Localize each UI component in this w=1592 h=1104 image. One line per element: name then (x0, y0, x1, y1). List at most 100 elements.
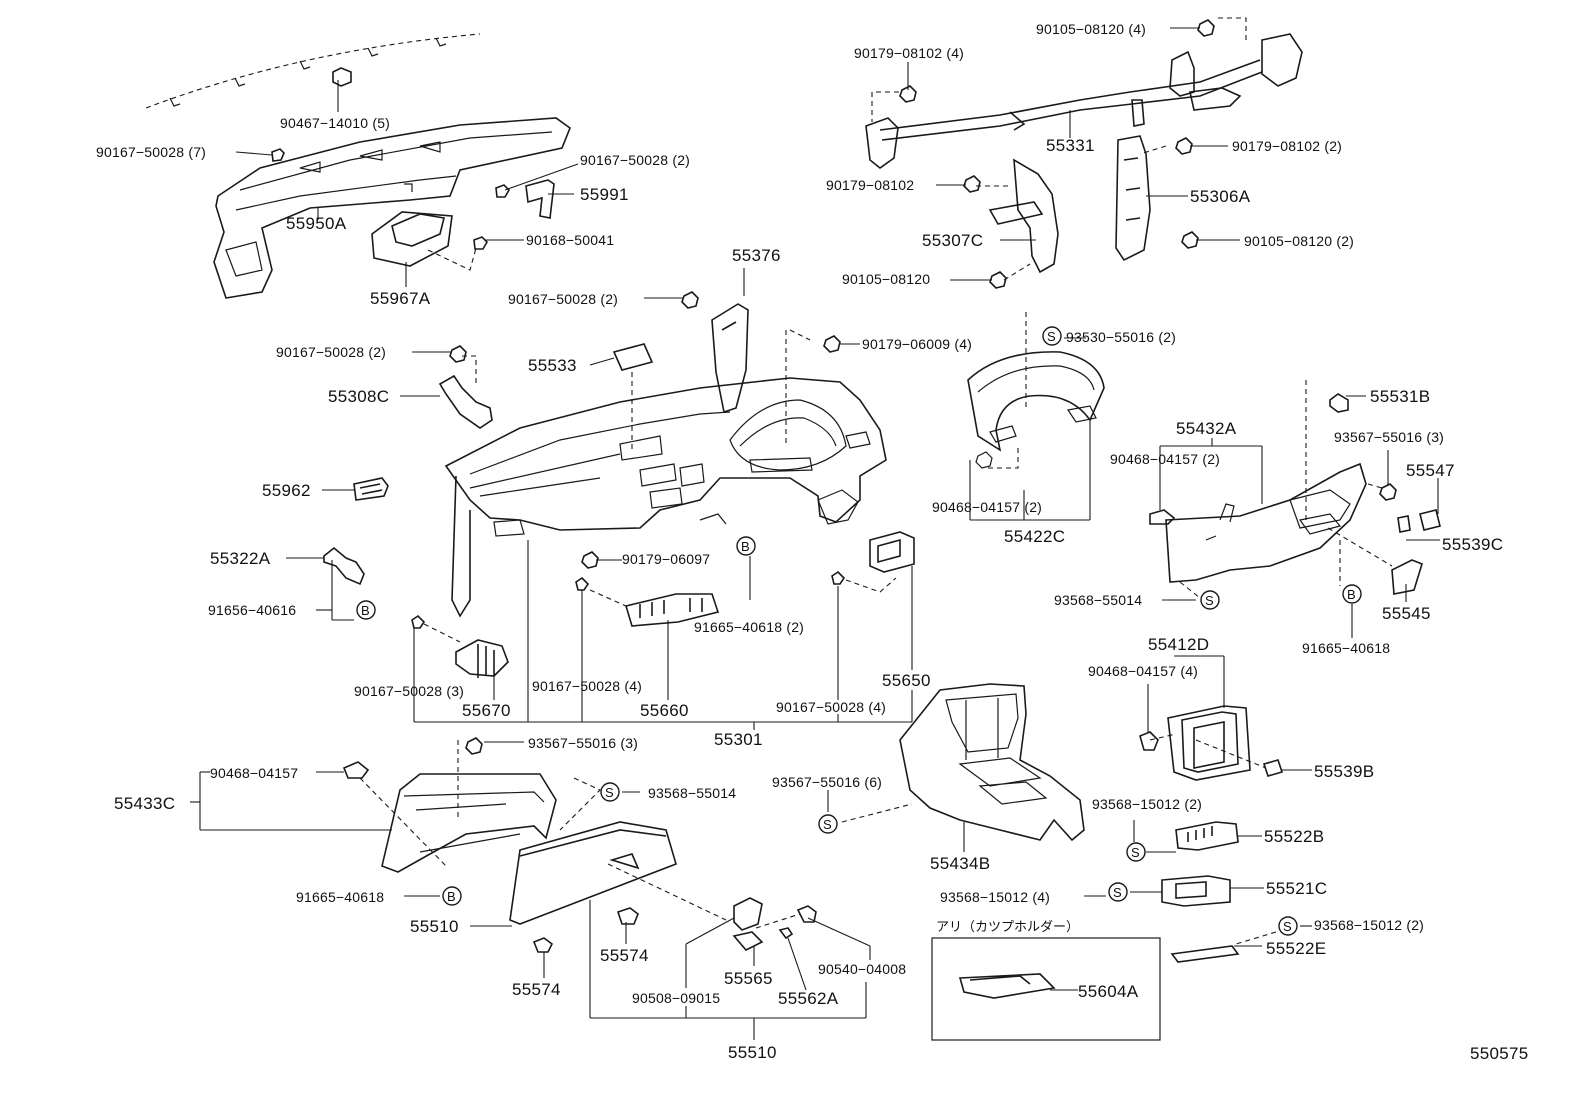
label-90508-09015: 90508−09015 (632, 990, 721, 1006)
b-marker-1: B (741, 539, 750, 554)
label-55434B: 55434B (930, 854, 991, 873)
label-55510b: 55510 (728, 1043, 777, 1062)
label-55308C: 55308C (328, 387, 390, 406)
label-93568-55014b: 93568−55014 (648, 785, 737, 801)
label-93568-55014a: 93568−55014 (1054, 592, 1143, 608)
label-55322A: 55322A (210, 549, 271, 568)
glove-box-drawing (190, 737, 871, 1040)
label-55660: 55660 (640, 701, 689, 720)
figure-code: 550575 (1470, 1044, 1529, 1063)
s-marker-3: S (605, 785, 614, 800)
label-90168-50041: 90168−50041 (526, 232, 615, 248)
label-90468-04157-4: 90468−04157 (4) (1088, 663, 1199, 679)
s-marker-7: S (1283, 919, 1292, 934)
label-55531B: 55531B (1370, 387, 1431, 406)
leaders-top-left (235, 80, 579, 287)
label-91656-40616: 91656−40616 (208, 602, 297, 618)
label-55991: 55991 (580, 185, 629, 204)
s-marker-5: S (1131, 845, 1140, 860)
label-90167-50028-7: 90167−50028 (7) (96, 144, 207, 160)
label-55950A: 55950A (286, 214, 347, 233)
label-90179-08102: 90179−08102 (826, 177, 915, 193)
meter-hood-drawing (967, 312, 1105, 521)
label-91665-40618a: 91665−40618 (1302, 640, 1391, 656)
leaders-middle (286, 268, 913, 730)
label-55412D: 55412D (1148, 635, 1210, 654)
label-55670: 55670 (462, 701, 511, 720)
reinforcement-drawing (865, 17, 1303, 289)
s-marker-6: S (1113, 885, 1122, 900)
label-55522E: 55522E (1266, 939, 1327, 958)
label-91665-40618-2: 91665−40618 (2) (694, 619, 805, 635)
label-90179-06009-4: 90179−06009 (4) (862, 336, 973, 352)
lower-panel-drawing (1149, 380, 1441, 638)
console-drawing (827, 683, 1085, 852)
label-93530-55016-2: 93530−55016 (2) (1066, 329, 1177, 345)
label-55539C: 55539C (1442, 535, 1504, 554)
s-markers: S S S S S S S (600, 326, 1298, 936)
right-box-parts (931, 820, 1312, 1041)
instrument-panel-drawing (444, 329, 887, 618)
defroster-duct-drawing (145, 33, 571, 299)
label-90179-06097: 90179−06097 (622, 551, 711, 567)
label-90105-08120: 90105−08120 (842, 271, 931, 287)
b-marker-2: B (361, 603, 370, 618)
b-marker-4: B (447, 889, 456, 904)
label-55650: 55650 (882, 671, 931, 690)
label-90468-04157-2b: 90468−04157 (2) (932, 499, 1043, 515)
label-55301: 55301 (714, 730, 763, 749)
label-55331: 55331 (1046, 136, 1095, 155)
label-90167-50028-2a: 90167−50028 (2) (580, 152, 691, 168)
leaders-top-right (907, 27, 1240, 281)
s-marker-1: S (1047, 329, 1056, 344)
label-55307C: 55307C (922, 231, 984, 250)
label-55510a: 55510 (410, 917, 459, 936)
label-55433C: 55433C (114, 794, 176, 813)
label-55522B: 55522B (1264, 827, 1325, 846)
cluster-finish-drawing (1139, 655, 1312, 781)
label-55967A: 55967A (370, 289, 431, 308)
label-55376: 55376 (732, 246, 781, 265)
label-93567-55016-3a: 93567−55016 (3) (1334, 429, 1445, 445)
label-90105-08120-2: 90105−08120 (2) (1244, 233, 1355, 249)
label-90167-50028-3: 90167−50028 (3) (354, 683, 465, 699)
label-90468-04157: 90468−04157 (210, 765, 299, 781)
label-55521C: 55521C (1266, 879, 1328, 898)
label-55562A: 55562A (778, 989, 839, 1008)
label-callout-note: アリ（カツプホルダー） (936, 919, 1080, 934)
label-93567-55016-6: 93567−55016 (6) (772, 774, 883, 790)
label-55574b: 55574 (512, 980, 561, 999)
label-55565: 55565 (724, 969, 773, 988)
label-90179-08102-2: 90179−08102 (2) (1232, 138, 1343, 154)
label-55545: 55545 (1382, 604, 1431, 623)
label-90167-50028-4a: 90167−50028 (4) (532, 678, 643, 694)
s-marker-4: S (823, 817, 832, 832)
label-55547: 55547 (1406, 461, 1455, 480)
label-93568-15012-2b: 93568−15012 (2) (1314, 917, 1425, 933)
label-90167-50028-4b: 90167−50028 (4) (776, 699, 887, 715)
label-55422C: 55422C (1004, 527, 1066, 546)
label-90468-04157-2a: 90468−04157 (2) (1110, 451, 1221, 467)
label-93568-15012-4: 93568−15012 (4) (940, 889, 1051, 905)
label-93568-15012-2a: 93568−15012 (2) (1092, 796, 1203, 812)
label-55604A: 55604A (1078, 982, 1139, 1001)
label-93567-55016-3b: 93567−55016 (3) (528, 735, 639, 751)
b-markers: B B B B (356, 536, 1362, 906)
label-90179-08102-4: 90179−08102 (4) (854, 45, 965, 61)
label-90105-08120-4: 90105−08120 (4) (1036, 21, 1147, 37)
label-90467-14010: 90467−14010 (5) (280, 115, 391, 131)
label-90167-50028-2c: 90167−50028 (2) (276, 344, 387, 360)
label-55574a: 55574 (600, 946, 649, 965)
label-55306A: 55306A (1190, 187, 1251, 206)
label-55533: 55533 (528, 356, 577, 375)
label-55962: 55962 (262, 481, 311, 500)
label-90540-04008: 90540−04008 (818, 961, 907, 977)
label-91665-40618b: 91665−40618 (296, 889, 385, 905)
middle-small-parts (323, 291, 915, 678)
s-marker-2: S (1205, 593, 1214, 608)
b-marker-3: B (1347, 587, 1356, 602)
label-90167-50028-2b: 90167−50028 (2) (508, 291, 619, 307)
label-55432A: 55432A (1176, 419, 1237, 438)
